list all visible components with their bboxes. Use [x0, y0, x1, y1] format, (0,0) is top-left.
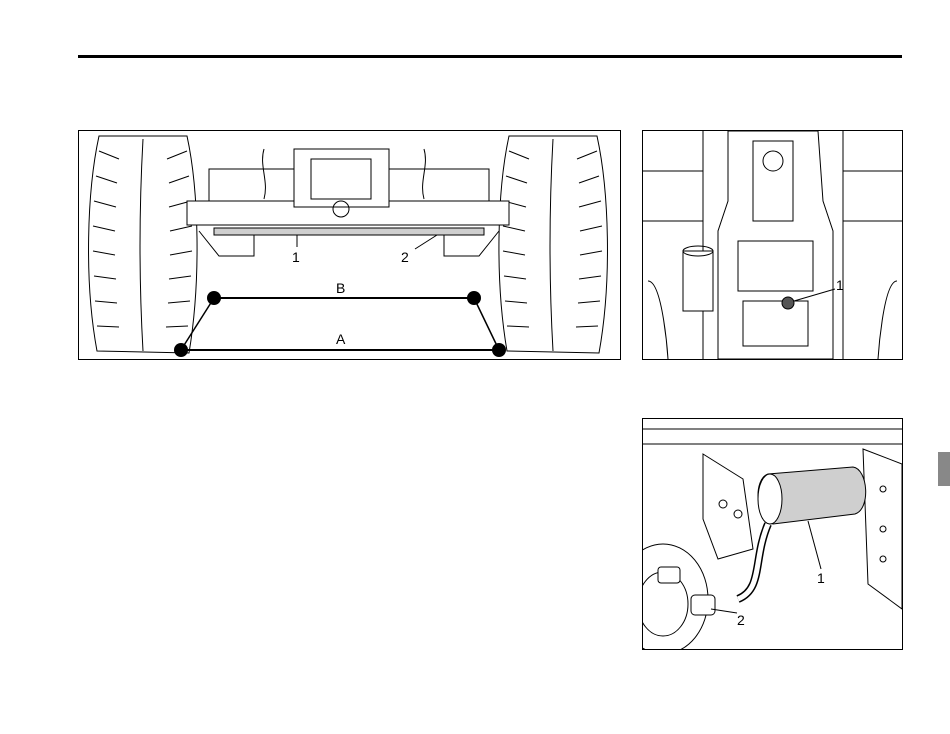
transmission-housing	[643, 131, 902, 359]
callout-lock-nut: 2	[401, 249, 409, 265]
measure-point	[207, 291, 221, 305]
measure-point	[492, 343, 506, 357]
toe-in-illustration: 1 2 B A	[79, 131, 620, 359]
dimension-a-label: A	[336, 331, 346, 347]
figure-filter: 1 2	[642, 418, 903, 650]
filter-illustration: 1 2	[643, 419, 902, 649]
dimension-b-label: B	[336, 280, 345, 296]
right-tire	[499, 136, 608, 353]
wheel-hub	[643, 544, 715, 649]
drain-plug	[782, 297, 794, 309]
measure-point	[174, 343, 188, 357]
mounting-bracket	[703, 454, 753, 559]
callout-drain-plug: 1	[836, 277, 844, 293]
section-tab	[938, 452, 950, 486]
callout-wheel-stud: 2	[737, 612, 745, 628]
underside-illustration: 1	[643, 131, 902, 359]
figure-underside: 1	[642, 130, 903, 360]
header-rule	[78, 55, 902, 58]
tie-rod	[214, 228, 484, 235]
callout-tie-rod: 1	[292, 249, 300, 265]
measure-point	[467, 291, 481, 305]
callout-filter: 1	[817, 570, 825, 586]
figure-toe-in: 1 2 B A	[78, 130, 621, 360]
side-cylinder	[683, 246, 713, 311]
left-tire	[89, 136, 198, 353]
front-axle	[187, 149, 509, 256]
filter-canister	[758, 467, 866, 524]
